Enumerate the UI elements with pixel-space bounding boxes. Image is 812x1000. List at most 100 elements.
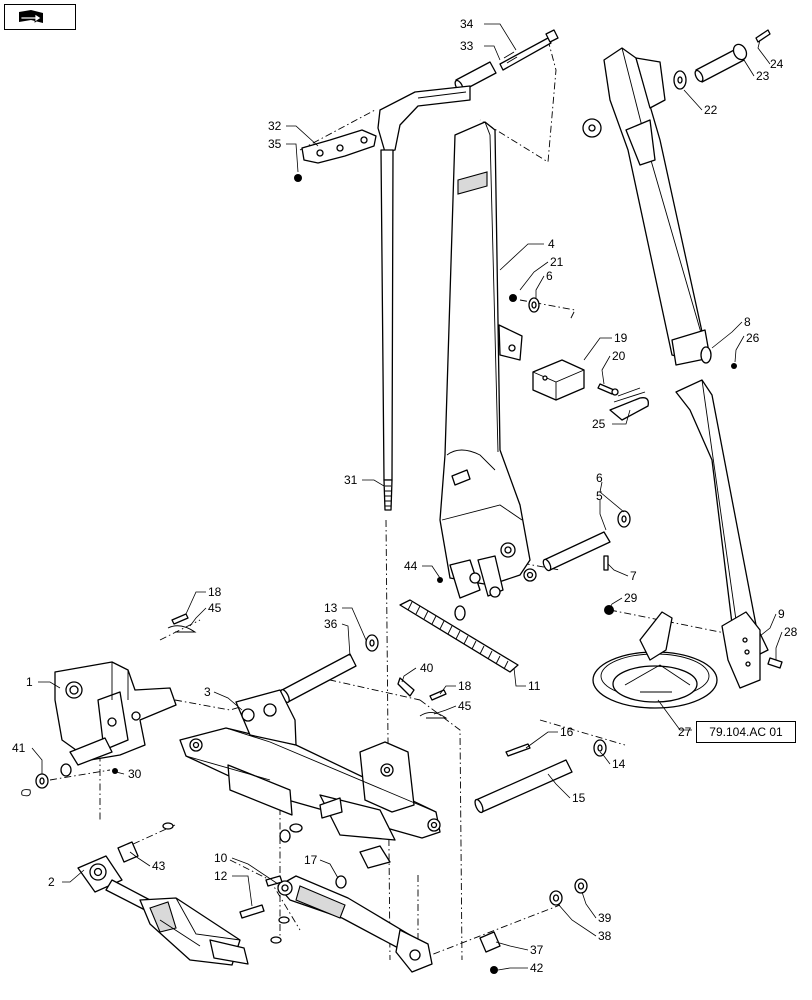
callout-12: 12	[214, 869, 228, 883]
callout-25: 25	[592, 417, 606, 431]
part-18-pin-upper	[171, 613, 189, 625]
callout-6a: 6	[546, 269, 553, 283]
part-34-bolt	[499, 29, 559, 71]
callout-15: 15	[572, 791, 586, 805]
callout-10: 10	[214, 851, 228, 865]
callout-37: 37	[530, 943, 544, 957]
part-27-disc	[592, 611, 718, 709]
callout-19: 19	[614, 331, 628, 345]
part-38-ring	[549, 890, 563, 906]
callout-labels: 34 33 24 23 22 32 35 4 21 6 8 26 19 20 2…	[12, 17, 798, 975]
callout-11: 11	[528, 679, 541, 693]
part-25-ubolt	[609, 387, 649, 421]
part-20-bolt	[597, 383, 619, 396]
part-45-clip-lower	[419, 712, 448, 719]
callout-4: 4	[548, 237, 555, 251]
part-22-washer	[673, 70, 687, 90]
part-21-nut	[509, 294, 517, 302]
callout-42: 42	[530, 961, 544, 975]
part-37-bushing	[479, 931, 501, 953]
callout-27: 27	[678, 725, 692, 739]
callout-45a: 45	[208, 601, 222, 615]
figure-reference-box: 79.104.AC 01	[696, 721, 796, 743]
part-2-cylinder	[77, 855, 249, 966]
part-12-pin	[239, 904, 265, 919]
part-29-nut	[604, 605, 614, 615]
callout-36: 36	[324, 617, 338, 631]
part-15-pin	[474, 759, 573, 814]
callout-17: 17	[304, 853, 318, 867]
callout-29: 29	[624, 591, 638, 605]
part-28-screw	[767, 657, 783, 669]
callout-32: 32	[268, 119, 282, 133]
callout-7: 7	[630, 569, 637, 583]
callout-20: 20	[612, 349, 626, 363]
part-10-cylinder	[265, 875, 433, 973]
part-42-nut	[490, 966, 498, 974]
part-23-pin	[694, 43, 748, 83]
part-6-washer-lower	[617, 510, 631, 528]
part-41-clip	[21, 763, 72, 797]
hardware-lower-middle	[162, 822, 347, 944]
part-1-bracket	[54, 661, 177, 766]
callout-26: 26	[746, 331, 760, 345]
callout-1: 1	[26, 675, 33, 689]
callout-28: 28	[784, 625, 798, 639]
washer-44	[454, 605, 466, 621]
callout-2: 2	[48, 875, 55, 889]
callout-38: 38	[598, 929, 612, 943]
upper-arm	[603, 47, 712, 366]
callout-16: 16	[560, 725, 574, 739]
callout-18a: 18	[208, 585, 222, 599]
callout-39: 39	[598, 911, 612, 925]
callout-18b: 18	[458, 679, 472, 693]
part-4-boom	[439, 121, 537, 599]
callout-34: 34	[460, 17, 474, 31]
callout-33: 33	[460, 39, 474, 53]
part-44-nut	[437, 577, 443, 583]
part-19-block	[532, 359, 585, 401]
callout-43: 43	[152, 859, 166, 873]
callout-21: 21	[550, 255, 564, 269]
callout-9: 9	[778, 607, 785, 621]
callout-8: 8	[744, 315, 751, 329]
book-arrow-icon	[19, 10, 43, 23]
part-7-pin	[603, 555, 609, 571]
callout-35: 35	[268, 137, 282, 151]
part-36-pin	[280, 653, 357, 703]
callout-13: 13	[324, 601, 338, 615]
part-35-nut	[294, 174, 302, 182]
part-13-bushing	[365, 634, 379, 652]
part-3-frame	[179, 689, 441, 869]
part-32-bracket	[301, 85, 471, 164]
nav-icon-button[interactable]	[4, 4, 76, 30]
part-39-ring	[574, 878, 588, 894]
callout-5: 5	[596, 489, 603, 503]
part-30-nut	[112, 768, 118, 774]
leader-lines	[31, 23, 783, 971]
part-6-washer-upper	[528, 297, 540, 313]
callout-31: 31	[344, 473, 358, 487]
part-9-lower-arm	[675, 379, 769, 689]
callout-41: 41	[12, 741, 26, 755]
callout-30: 30	[128, 767, 142, 781]
callout-45b: 45	[458, 699, 472, 713]
callout-6b: 6	[596, 471, 603, 485]
part-43-bushing	[117, 841, 139, 863]
callout-3: 3	[204, 685, 211, 699]
part-16-pin	[505, 743, 531, 757]
callout-24: 24	[770, 57, 784, 71]
part-14-bushing	[593, 739, 607, 757]
callout-44: 44	[404, 559, 418, 573]
part-31-rod	[380, 149, 394, 511]
part-24-clip	[755, 29, 771, 43]
callout-14: 14	[612, 757, 626, 771]
callout-23: 23	[756, 69, 770, 83]
part-5-pin	[542, 531, 611, 572]
gear-washer	[582, 118, 602, 138]
part-45-clip-upper	[167, 625, 197, 633]
callout-22: 22	[704, 103, 718, 117]
part-11-spring	[399, 599, 519, 673]
